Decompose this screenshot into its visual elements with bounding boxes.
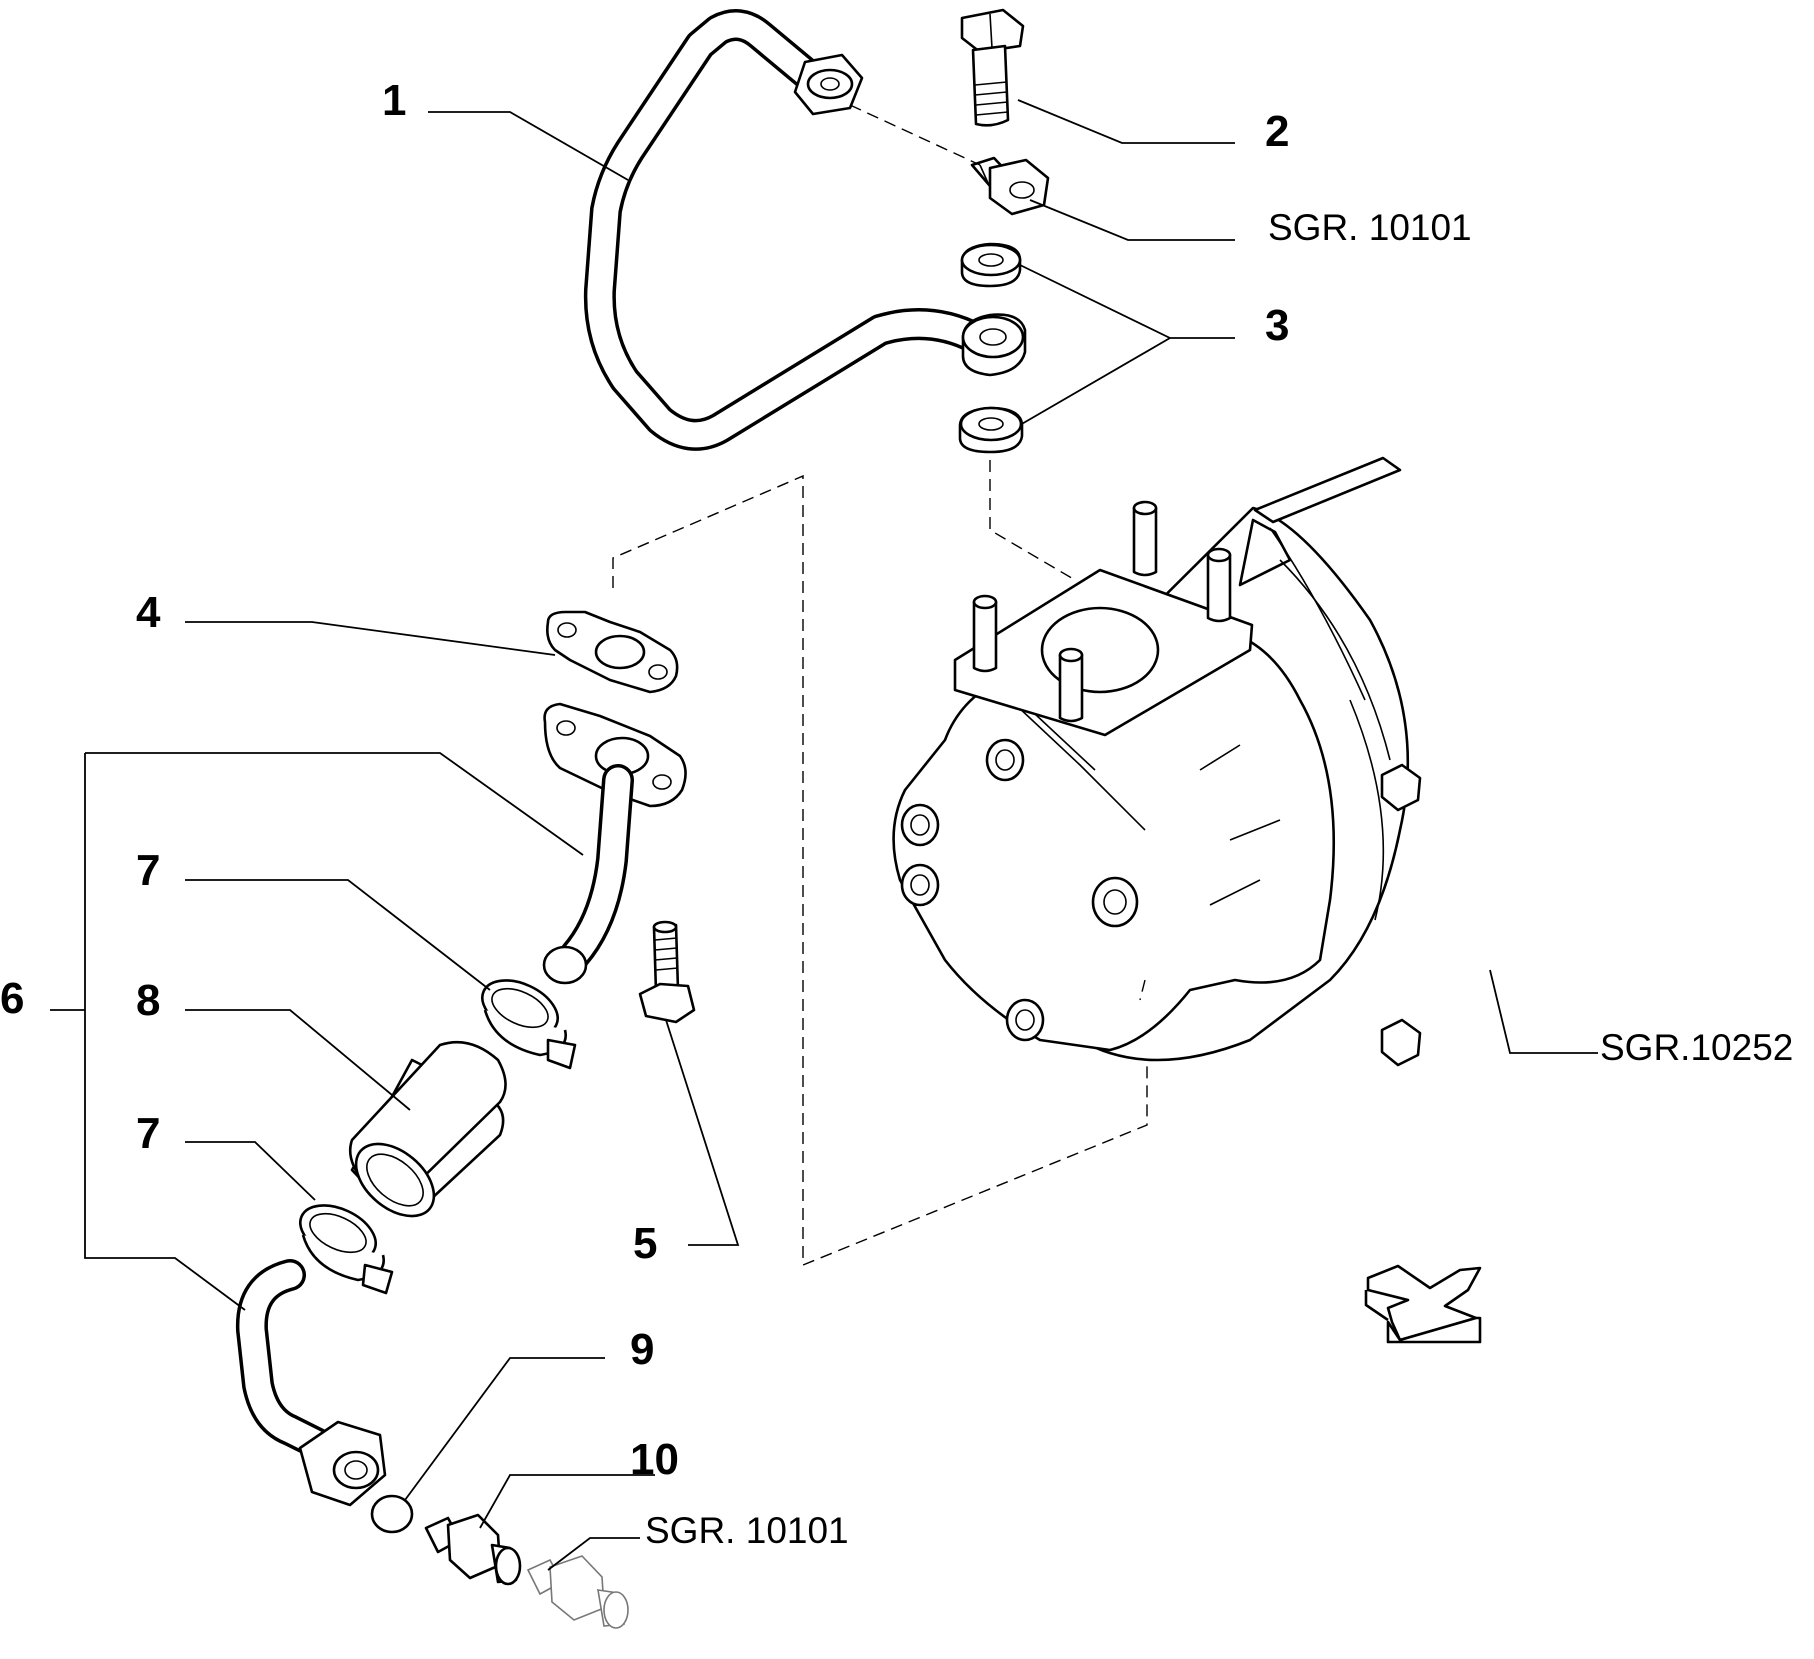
reference-sgr-10252-turbo: SGR.10252 [1600, 1027, 1793, 1068]
part-4-gasket [546, 610, 679, 694]
part-9-o-ring [370, 1494, 414, 1534]
part-3-washer-upper [960, 242, 1022, 288]
turbo-mount-lug-5 [1005, 998, 1045, 1042]
drain-pipe-nut [298, 1420, 387, 1507]
callout-10: 10 [630, 1435, 679, 1484]
pipe-banjo-eye [961, 313, 1027, 377]
callout-4: 4 [136, 588, 161, 637]
turbo-oil-flange [953, 500, 1254, 737]
turbo-housing-bolt-1 [1380, 763, 1422, 812]
reference-sgr-10101-bottom: SGR. 10101 [645, 1510, 849, 1551]
turbo-mount-lug-3 [900, 863, 940, 907]
turbo-mount-lug-4 [1091, 876, 1139, 928]
callout-8: 8 [136, 976, 160, 1025]
callout-1: 1 [382, 76, 406, 125]
arrow-down-right-icon [1364, 1264, 1482, 1344]
callout-7-lower: 7 [136, 1109, 160, 1158]
part-10-adapter [424, 1513, 522, 1586]
part-3-washer-lower [958, 406, 1024, 454]
turbo-mount-lug-2 [900, 803, 940, 847]
part-7-clamp-upper [481, 979, 577, 1070]
callout-7-upper: 7 [136, 846, 160, 895]
part-8-hose [348, 1040, 507, 1218]
callout-6: 6 [0, 974, 24, 1023]
reference-sgr-10101-top: SGR. 10101 [1268, 207, 1472, 248]
callout-2: 2 [1265, 107, 1289, 156]
turbocharger [892, 456, 1422, 1067]
callout-9: 9 [630, 1325, 654, 1374]
turbo-mount-lug-1 [985, 738, 1025, 782]
part-2-bolt [960, 8, 1025, 127]
banjo-screw [970, 156, 1050, 216]
callout-5: 5 [633, 1219, 657, 1268]
pipe-union-nut [793, 53, 864, 116]
part-5-bolt [638, 920, 696, 1024]
turbo-housing-bolt-2 [1380, 1018, 1422, 1067]
part-6-drain-pipe [235, 702, 687, 1507]
callout-3: 3 [1265, 301, 1289, 350]
reference-adapter-ghost [526, 1555, 629, 1629]
leader-lines [50, 99, 1598, 1571]
part-1-oil-pipe [583, 9, 1027, 451]
part-7-clamp-lower [299, 1204, 394, 1295]
